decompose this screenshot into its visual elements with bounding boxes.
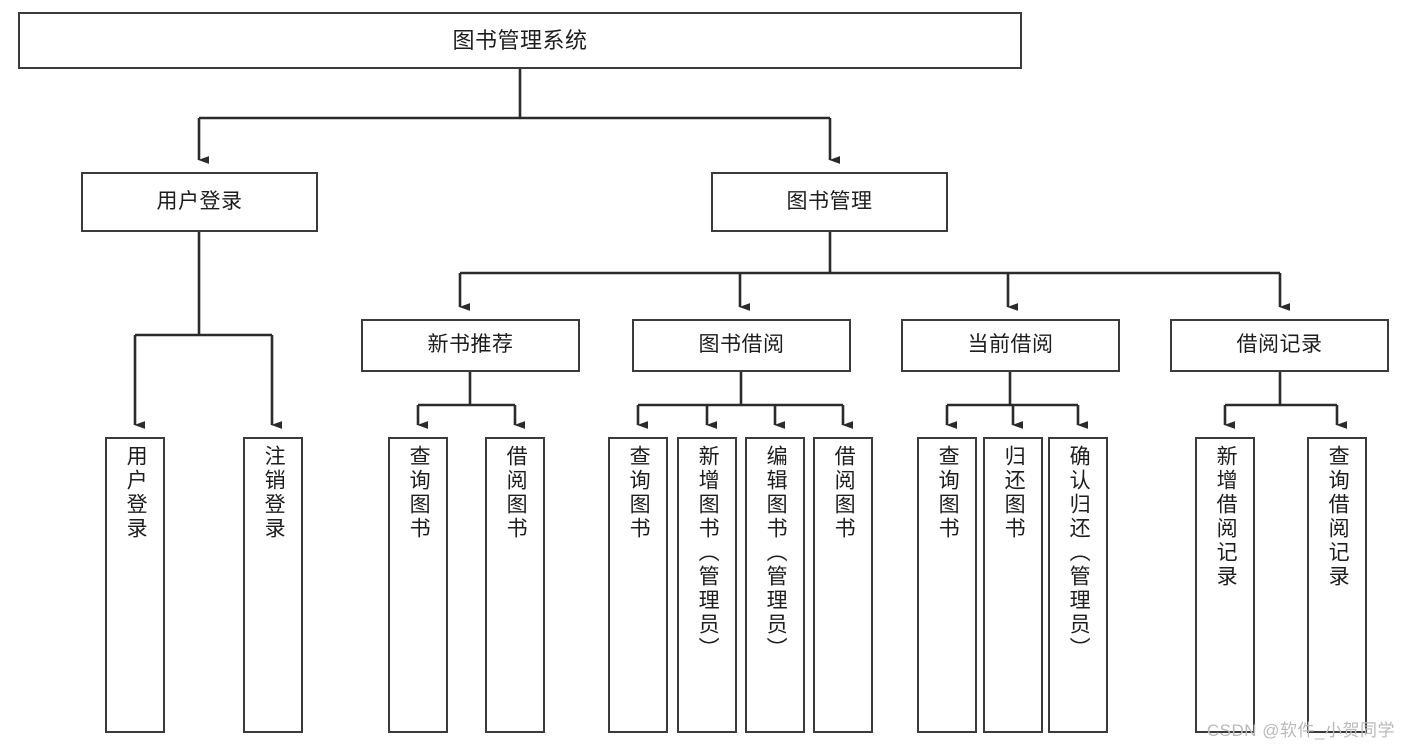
node-label: 图书借阅 — [698, 333, 785, 357]
node-label: 借阅记录 — [1236, 333, 1323, 357]
node-leaf-user-logout[interactable]: 注销登录 — [243, 437, 303, 733]
node-label: 归还图书 — [1002, 445, 1026, 541]
node-leaf-add-book[interactable]: 新增图书（管理员） — [677, 437, 737, 733]
node-label: 用户登录 — [156, 189, 243, 213]
node-book-manage[interactable]: 图书管理 — [711, 172, 948, 232]
node-new-book-recommend[interactable]: 新书推荐 — [361, 319, 580, 372]
node-root-system[interactable]: 图书管理系统 — [18, 12, 1022, 69]
node-label: 查询图书 — [936, 445, 960, 541]
node-leaf-add-borrow-record[interactable]: 新增借阅记录 — [1195, 437, 1255, 733]
node-label: 确认归还（管理员） — [1067, 445, 1091, 661]
node-leaf-query-borrow-record[interactable]: 查询借阅记录 — [1307, 437, 1367, 733]
node-label: 新书推荐 — [427, 333, 514, 357]
node-label: 用户登录 — [124, 445, 148, 541]
node-user-login[interactable]: 用户登录 — [81, 172, 318, 232]
node-leaf-query-book-recommend[interactable]: 查询图书 — [388, 437, 448, 733]
node-current-borrow[interactable]: 当前借阅 — [901, 319, 1120, 372]
node-label: 图书管理 — [786, 189, 873, 213]
node-leaf-return-book[interactable]: 归还图书 — [983, 437, 1043, 733]
node-leaf-edit-book[interactable]: 编辑图书（管理员） — [745, 437, 805, 733]
node-leaf-borrow-book[interactable]: 借阅图书 — [813, 437, 873, 733]
node-label: 查询图书 — [407, 445, 431, 541]
node-book-borrow[interactable]: 图书借阅 — [632, 319, 851, 372]
node-label: 新增图书（管理员） — [696, 445, 720, 661]
node-label: 查询图书 — [627, 445, 651, 541]
node-label: 查询借阅记录 — [1326, 445, 1350, 589]
node-label: 注销登录 — [262, 445, 286, 541]
node-label: 当前借阅 — [967, 333, 1054, 357]
node-leaf-query-book-borrow[interactable]: 查询图书 — [608, 437, 668, 733]
node-leaf-borrow-book-recommend[interactable]: 借阅图书 — [485, 437, 545, 733]
node-leaf-confirm-return[interactable]: 确认归还（管理员） — [1048, 437, 1108, 733]
node-label: 借阅图书 — [832, 445, 856, 541]
node-leaf-query-book-current[interactable]: 查询图书 — [917, 437, 977, 733]
node-borrow-record[interactable]: 借阅记录 — [1170, 319, 1389, 372]
node-label: 编辑图书（管理员） — [764, 445, 788, 661]
node-leaf-user-login[interactable]: 用户登录 — [105, 437, 165, 733]
node-label: 图书管理系统 — [452, 27, 588, 53]
node-label: 借阅图书 — [504, 445, 528, 541]
node-label: 新增借阅记录 — [1214, 445, 1238, 589]
